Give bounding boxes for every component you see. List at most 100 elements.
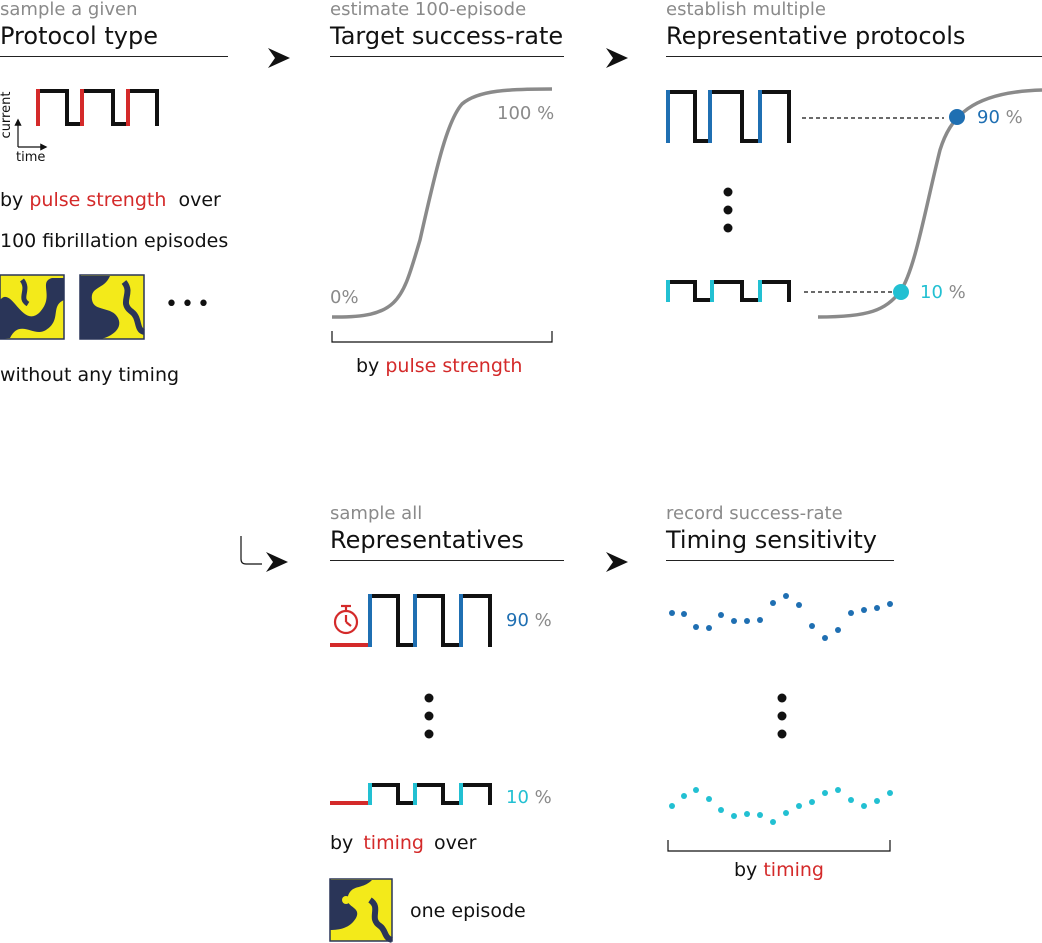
- low-timing-point: [718, 807, 724, 813]
- return-arrow-icon: [240, 536, 262, 565]
- low-timing-point: [744, 811, 750, 817]
- stopwatch-icon: [333, 604, 359, 635]
- panel1-more-ellipsis: •••: [165, 292, 213, 317]
- low-timing-point: [887, 790, 893, 796]
- panel3-title: Representative protocols: [666, 22, 966, 50]
- panel2-rule: [330, 56, 564, 57]
- panel1-prefix: sample a given: [0, 0, 138, 20]
- high-timing-point: [796, 602, 802, 608]
- panel4-rule: [330, 560, 564, 561]
- panel3-low-waveform: [666, 280, 791, 302]
- panel2-pulse-strength: pulse strength: [385, 355, 523, 377]
- panel2-range-bracket: [331, 331, 553, 343]
- panel4-high-unit: %: [534, 610, 552, 631]
- panel1-axis-time: time: [16, 150, 46, 165]
- panel3-high-point: [949, 109, 965, 125]
- panel1-title: Protocol type: [0, 22, 158, 50]
- high-timing-point: [693, 624, 699, 630]
- panel2-pct-100: 100 %: [497, 103, 555, 124]
- panel1-axis-current: current: [0, 91, 14, 139]
- low-timing-point: [835, 787, 841, 793]
- panel4-low-label: 10 %: [506, 787, 552, 809]
- high-timing-point: [718, 612, 724, 618]
- high-timing-point: [731, 618, 737, 624]
- panel3-low-label: 10 %: [920, 282, 966, 304]
- panel4-one-episode: one episode: [410, 900, 526, 922]
- high-timing-point: [744, 618, 750, 624]
- panel3-low-point: [893, 284, 909, 300]
- panel4-high-label: 90 %: [506, 610, 552, 632]
- panel4-high-waveform: [368, 594, 492, 647]
- vertical-ellipsis-icon: [723, 187, 733, 233]
- low-timing-point: [861, 803, 867, 809]
- low-timing-point: [809, 799, 815, 805]
- vertical-ellipsis-icon: [424, 693, 434, 739]
- panel5-by-word: by: [734, 859, 758, 881]
- low-timing-point: [796, 803, 802, 809]
- arrow-right-icon: [268, 48, 290, 68]
- panel1-without-timing: without any timing: [0, 364, 180, 386]
- panel1-pulse-strength: pulse strength: [29, 189, 167, 211]
- panel2-pct-0: 0%: [330, 287, 359, 308]
- low-timing-point: [757, 812, 763, 818]
- panel1-over-word: over: [178, 189, 221, 211]
- panel3-high-unit: %: [1005, 107, 1023, 128]
- high-timing-point: [706, 625, 712, 631]
- panel4-low-waveform: [368, 783, 492, 805]
- panel4-high-value: 90: [506, 610, 529, 631]
- low-timing-point: [848, 797, 854, 803]
- panel2-by-word: by: [356, 355, 380, 377]
- high-timing-point: [887, 601, 893, 607]
- panel4-low-unit: %: [534, 787, 552, 808]
- panel5-timing: timing: [763, 859, 824, 881]
- low-timing-point: [681, 793, 687, 799]
- panel5-prefix: record success-rate: [666, 503, 843, 524]
- panel2-by-line: by pulse strength: [356, 355, 522, 377]
- panel3-high-waveform: [666, 90, 791, 143]
- high-timing-point: [757, 617, 763, 623]
- low-timing-point: [770, 819, 776, 825]
- high-timing-point: [835, 627, 841, 633]
- arrow-right-icon: [606, 552, 628, 572]
- high-timing-point: [822, 635, 828, 641]
- panel4-title: Representatives: [330, 526, 524, 554]
- fibrillation-pattern-icon: [79, 274, 146, 340]
- panel3-low-value: 10: [920, 282, 943, 303]
- panel5-high-dots: [669, 593, 893, 641]
- high-timing-point: [669, 610, 675, 616]
- panel3-low-unit: %: [948, 282, 966, 303]
- panel4-timing: timing: [363, 832, 424, 854]
- panel1-by-word: by: [0, 189, 24, 211]
- low-timing-point: [874, 798, 880, 804]
- fibrillation-pattern-icon: [0, 274, 65, 340]
- low-timing-point: [706, 796, 712, 802]
- arrow-right-icon: [266, 552, 288, 572]
- panel5-rule: [666, 560, 894, 561]
- panel1-episodes: 100 fibrillation episodes: [0, 230, 229, 252]
- panel2-sigmoid-curve: [331, 87, 553, 319]
- panel3-high-label: 90 %: [977, 107, 1023, 129]
- low-timing-point: [731, 813, 737, 819]
- panel2-prefix: estimate 100-episode: [330, 0, 527, 20]
- panel1-rule: [0, 56, 228, 57]
- panel4-over-word: over: [434, 832, 477, 854]
- low-timing-point: [783, 810, 789, 816]
- high-timing-point: [874, 605, 880, 611]
- low-timing-point: [693, 787, 699, 793]
- low-timing-point: [822, 790, 828, 796]
- panel3-high-value: 90: [977, 107, 1000, 128]
- panel2-title: Target success-rate: [330, 22, 564, 50]
- panel4-low-value: 10: [506, 787, 529, 808]
- panel4-by-line: by timing over: [330, 832, 476, 854]
- panel5-title: Timing sensitivity: [666, 526, 877, 554]
- vertical-ellipsis-icon: [777, 693, 787, 739]
- panel4-by-word: by: [330, 832, 354, 854]
- panel1-waveform: [36, 89, 159, 126]
- panel3-sigmoid-curve: [817, 88, 1042, 319]
- panel1-by-line: by pulse strength over: [0, 189, 221, 211]
- panel5-low-dots: [669, 787, 893, 825]
- panel3-rule: [666, 56, 1042, 57]
- high-timing-point: [848, 610, 854, 616]
- high-timing-point: [809, 623, 815, 629]
